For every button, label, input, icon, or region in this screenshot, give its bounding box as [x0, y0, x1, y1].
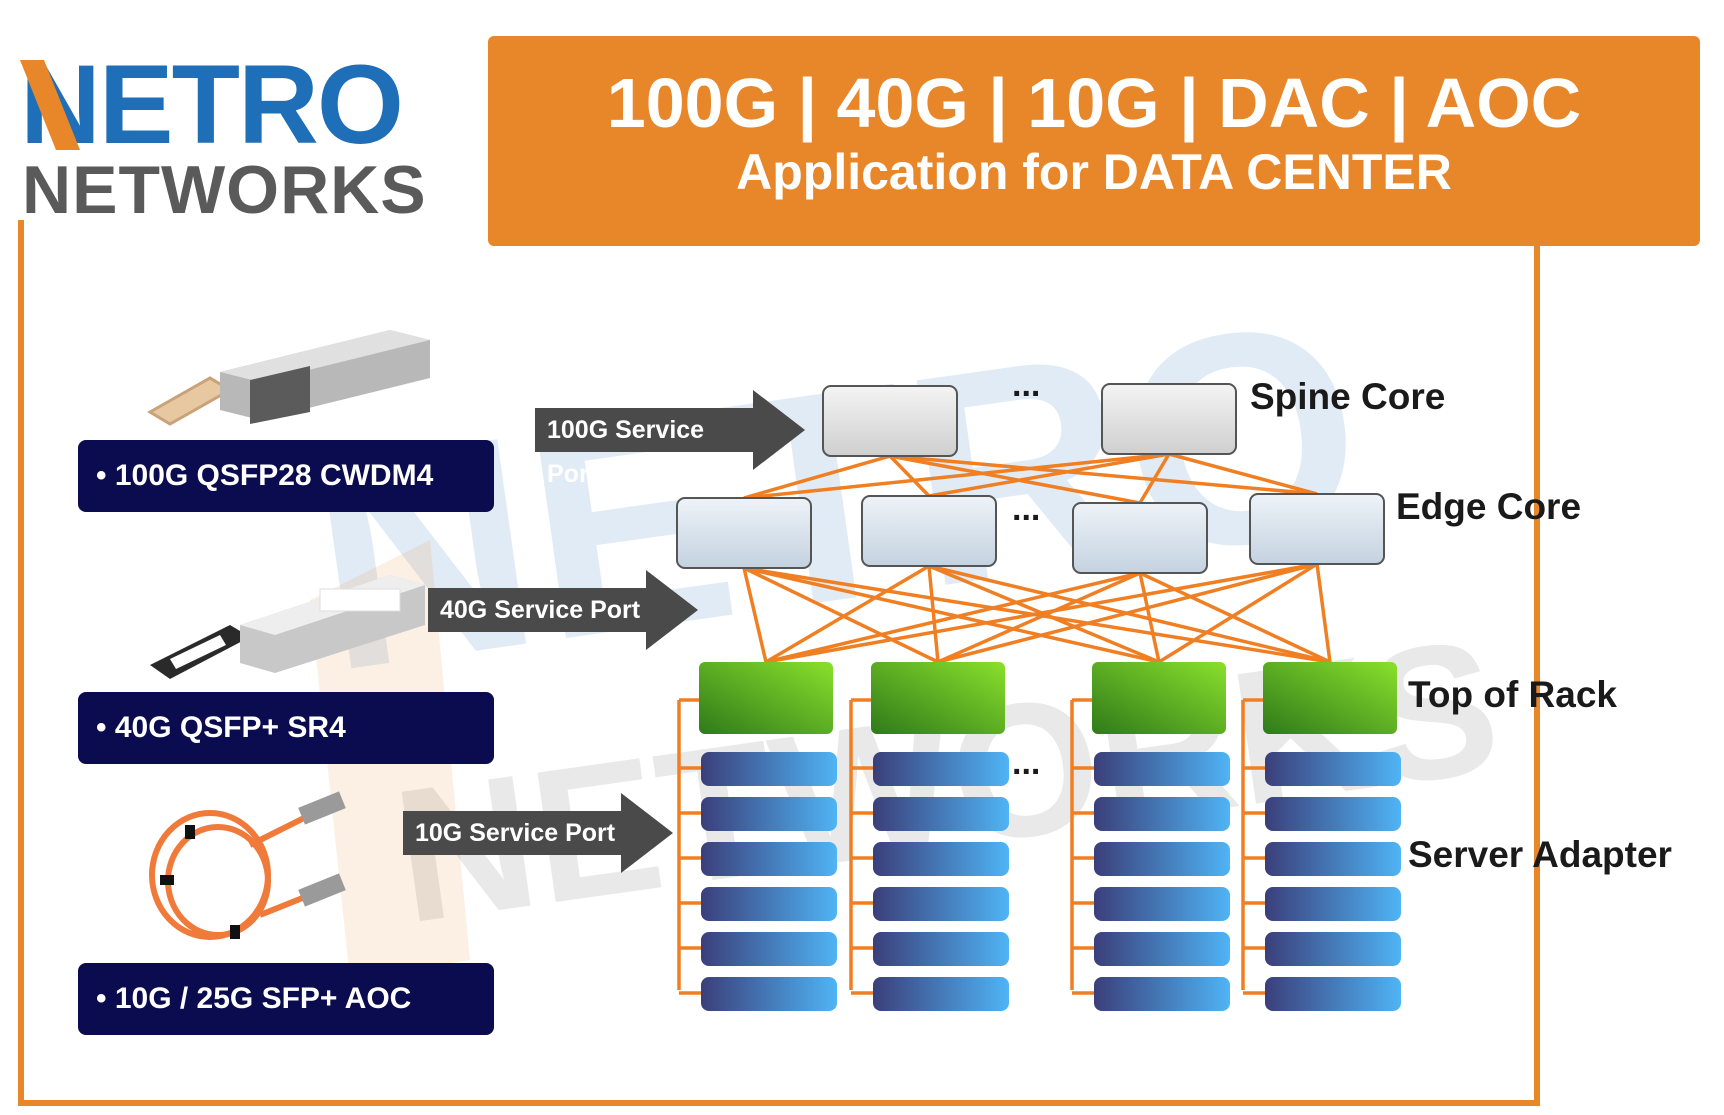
link-line — [1138, 572, 1161, 663]
header-banner: 100G | 40G | 10G | DAC | AOC Application… — [488, 36, 1700, 246]
ellipsis-spine: ... — [1012, 366, 1041, 404]
edge-switch — [861, 495, 997, 567]
link-line — [1139, 571, 1331, 664]
logo-netro: NETRO — [20, 42, 404, 167]
aoc-cable-image — [149, 791, 346, 940]
server-adapter — [1094, 752, 1230, 786]
link-line — [743, 566, 1160, 664]
server-adapter — [701, 977, 837, 1011]
arrow-head-icon — [753, 390, 805, 470]
edge-switch — [1249, 493, 1385, 565]
product-label-10g: • 10G / 25G SFP+ AOC — [78, 963, 494, 1035]
server-adapter — [701, 842, 837, 876]
server-adapter — [873, 887, 1009, 921]
arrow-40g-label: 40G Service Port — [428, 588, 650, 632]
product-label-100g: • 100G QSFP28 CWDM4 — [78, 440, 494, 512]
link-line — [743, 566, 939, 664]
top-of-rack-switch — [871, 662, 1005, 734]
arrow-100g-label: 100G Service Port — [535, 408, 757, 488]
ellipsis-edge: ... — [1012, 490, 1041, 528]
edge-switch — [1072, 502, 1208, 574]
server-adapter — [873, 797, 1009, 831]
server-adapter — [1265, 752, 1401, 786]
tier-label-server-adapter: Server Adapter — [1408, 834, 1672, 875]
server-adapter — [1265, 932, 1401, 966]
link-line — [765, 562, 1318, 664]
arrow-40g-service-port: 40G Service Port — [428, 570, 698, 650]
tier-label-edge-core: Edge Core — [1396, 486, 1582, 527]
edge-switch — [676, 497, 812, 569]
logo-mark-icon — [20, 60, 80, 150]
arrow-10g-service-port: 10G Service Port — [403, 793, 673, 873]
spine-switch — [822, 385, 958, 457]
link-line — [937, 562, 1318, 664]
link-line — [765, 564, 930, 664]
banner-title: 100G | 40G | 10G | DAC | AOC — [606, 64, 1582, 142]
link-line — [1315, 563, 1332, 663]
top-of-rack-switch — [1092, 662, 1226, 734]
server-adapter — [701, 932, 837, 966]
server-adapter — [873, 842, 1009, 876]
server-adapter — [701, 797, 837, 831]
ellipsis-server: ... — [1012, 744, 1041, 782]
link-line — [928, 452, 1170, 498]
server-adapter — [1265, 842, 1401, 876]
company-logo: NETRO NETWORKS — [20, 42, 427, 228]
link-line — [1168, 452, 1318, 496]
arrow-head-icon — [646, 570, 698, 650]
tier-label-spine-core: Spine Core — [1250, 376, 1446, 417]
qsfp28-transceiver-image — [147, 320, 430, 426]
link-line — [765, 571, 1141, 664]
server-adapter — [1265, 977, 1401, 1011]
banner-subtitle: Application for DATA CENTER — [736, 144, 1452, 200]
arrow-head-icon — [621, 793, 673, 873]
server-adapter — [873, 932, 1009, 966]
arrow-10g-label: 10G Service Port — [403, 811, 625, 855]
link-line — [889, 454, 1318, 496]
server-adapter — [1265, 797, 1401, 831]
link-line — [888, 454, 931, 498]
server-adapter — [701, 752, 837, 786]
content-frame — [18, 220, 1540, 1106]
link-line — [743, 454, 891, 500]
server-adapter — [1094, 977, 1230, 1011]
server-adapter — [1094, 797, 1230, 831]
link-line — [1158, 562, 1318, 664]
link-line — [742, 567, 768, 663]
product-label-40g: • 40G QSFP+ SR4 — [78, 692, 494, 764]
link-line — [743, 452, 1170, 500]
qsfp-transceiver-image — [150, 575, 425, 679]
server-adapter — [1094, 932, 1230, 966]
spine-switch — [1101, 383, 1237, 455]
server-adapter — [873, 752, 1009, 786]
logo-networks: NETWORKS — [22, 152, 427, 228]
link-line — [937, 571, 1141, 664]
tier-label-top-of-rack: Top of Rack — [1408, 674, 1617, 715]
top-of-rack-switch — [1263, 662, 1397, 734]
server-adapter — [873, 977, 1009, 1011]
server-adapter — [1094, 887, 1230, 921]
server-adapter — [701, 887, 837, 921]
server-adapter — [1265, 887, 1401, 921]
arrow-100g-service-port: 100G Service Port — [535, 390, 805, 488]
link-line — [927, 565, 940, 663]
server-adapter — [1094, 842, 1230, 876]
link-line — [1138, 453, 1171, 504]
top-of-rack-switch — [699, 662, 833, 734]
